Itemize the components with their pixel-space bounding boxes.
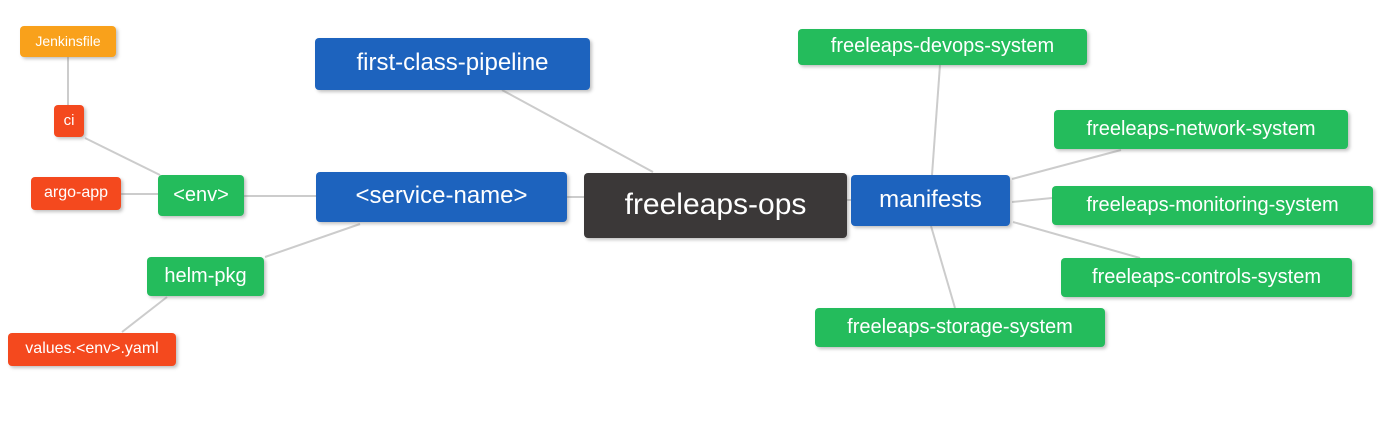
- node-argo-app[interactable]: argo-app: [31, 177, 121, 210]
- node-freeleaps-devops-system[interactable]: freeleaps-devops-system: [798, 29, 1087, 65]
- node-freeleaps-ops[interactable]: freeleaps-ops: [584, 173, 847, 238]
- node-env[interactable]: <env>: [158, 175, 244, 216]
- edge-manifests-to-freeleaps-devops-system: [931, 64, 941, 176]
- node-freeleaps-network-system[interactable]: freeleaps-network-system: [1054, 110, 1348, 149]
- edge-manifests-to-freeleaps-network-system: [1011, 149, 1122, 180]
- node-label-freeleaps-controls-system: freeleaps-controls-system: [1092, 265, 1321, 288]
- node-service-name[interactable]: <service-name>: [316, 172, 567, 222]
- edge-service-name-to-helm-pkg: [264, 223, 361, 258]
- node-label-manifests: manifests: [879, 185, 982, 213]
- node-label-freeleaps-ops: freeleaps-ops: [624, 187, 807, 221]
- node-ci[interactable]: ci: [54, 105, 84, 137]
- node-label-first-class-pipeline: first-class-pipeline: [356, 49, 549, 76]
- edge-ci-to-env: [84, 137, 161, 176]
- edge-helm-pkg-to-values-env-yaml: [121, 296, 168, 333]
- node-first-class-pipeline[interactable]: first-class-pipeline: [315, 38, 590, 90]
- edge-manifests-to-freeleaps-storage-system: [930, 225, 956, 309]
- node-label-service-name: <service-name>: [355, 182, 528, 209]
- node-label-argo-app: argo-app: [43, 183, 109, 201]
- node-label-freeleaps-network-system: freeleaps-network-system: [1086, 117, 1316, 140]
- node-label-freeleaps-devops-system: freeleaps-devops-system: [830, 35, 1055, 57]
- node-label-values-env-yaml: values.<env>.yaml: [25, 339, 159, 357]
- node-label-ci: ci: [63, 111, 75, 129]
- node-label-env: <env>: [173, 183, 229, 206]
- node-freeleaps-storage-system[interactable]: freeleaps-storage-system: [815, 308, 1105, 347]
- node-label-freeleaps-monitoring-system: freeleaps-monitoring-system: [1086, 193, 1339, 216]
- node-freeleaps-monitoring-system[interactable]: freeleaps-monitoring-system: [1052, 186, 1373, 225]
- node-jenkinsfile[interactable]: Jenkinsfile: [20, 26, 116, 57]
- node-label-helm-pkg: helm-pkg: [164, 264, 247, 287]
- edge-manifests-to-freeleaps-monitoring-system: [1011, 197, 1053, 203]
- edge-first-class-pipeline-to-freeleaps-ops: [501, 89, 654, 173]
- node-values-env-yaml[interactable]: values.<env>.yaml: [8, 333, 176, 366]
- edge-manifests-to-freeleaps-controls-system: [1012, 221, 1141, 259]
- node-label-freeleaps-storage-system: freeleaps-storage-system: [847, 315, 1073, 338]
- node-manifests[interactable]: manifests: [851, 175, 1010, 226]
- node-label-jenkinsfile: Jenkinsfile: [35, 32, 101, 49]
- node-freeleaps-controls-system[interactable]: freeleaps-controls-system: [1061, 258, 1352, 297]
- node-helm-pkg[interactable]: helm-pkg: [147, 257, 264, 296]
